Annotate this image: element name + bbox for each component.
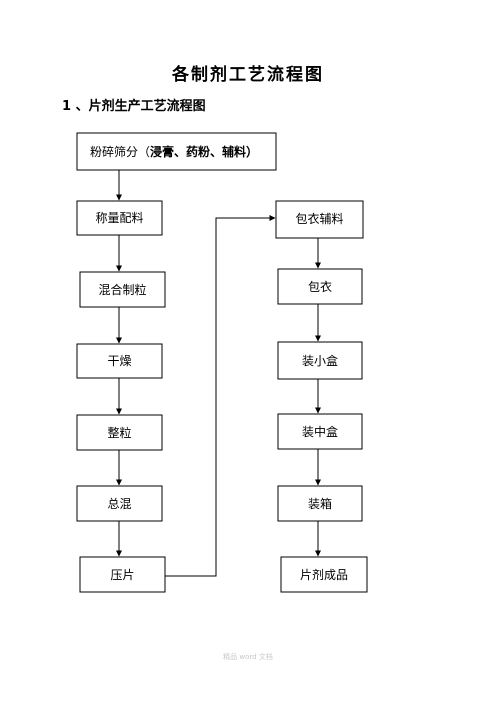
node-mid-box-label: 装中盒 bbox=[302, 424, 338, 439]
footer-watermark: 精品 word 文档 bbox=[223, 653, 273, 661]
node-mid-box: 装中盒 bbox=[277, 413, 363, 450]
node-dry: 干燥 bbox=[76, 343, 163, 379]
node-mix-granulate: 混合制粒 bbox=[79, 271, 166, 308]
node-coating: 包衣 bbox=[277, 268, 363, 305]
node-carton-label: 装箱 bbox=[308, 496, 332, 511]
node-total-blend: 总混 bbox=[76, 485, 163, 522]
node-coating-label: 包衣 bbox=[308, 279, 332, 294]
node-crush-sieve: 粉碎筛分（浸膏、药粉、辅料） bbox=[76, 132, 277, 171]
node-carton: 装箱 bbox=[277, 485, 363, 522]
node-finished-tablets: 片剂成品 bbox=[280, 556, 368, 593]
node-crush-sieve-label-bold: 浸膏、药粉、辅料） bbox=[150, 144, 258, 159]
page-title: 各制剂工艺流程图 bbox=[172, 65, 324, 85]
node-mix-granulate-label: 混合制粒 bbox=[98, 282, 146, 297]
node-tablet-press: 压片 bbox=[79, 556, 166, 593]
node-coating-material-label: 包衣辅料 bbox=[295, 211, 343, 226]
node-small-box: 装小盒 bbox=[277, 341, 363, 380]
node-weigh-label: 称量配料 bbox=[95, 211, 143, 225]
node-finished-tablets-label: 片剂成品 bbox=[300, 567, 348, 582]
node-size-granules: 整粒 bbox=[76, 414, 163, 451]
node-dry-label: 干燥 bbox=[107, 354, 131, 368]
node-coating-material: 包衣辅料 bbox=[275, 200, 364, 239]
node-weigh: 称量配料 bbox=[76, 200, 163, 236]
node-size-granules-label: 整粒 bbox=[107, 425, 131, 440]
section-heading: 1 、片剂生产工艺流程图 bbox=[62, 99, 206, 114]
svg-text:粉碎筛分（浸膏、药粉、辅料）: 粉碎筛分（浸膏、药粉、辅料） bbox=[90, 144, 258, 159]
arrow-press-to-coating-material bbox=[165, 215, 276, 577]
node-crush-sieve-label: 粉碎筛分（ bbox=[90, 144, 150, 159]
node-total-blend-label: 总混 bbox=[107, 497, 131, 511]
node-tablet-press-label: 压片 bbox=[110, 568, 134, 582]
node-small-box-label: 装小盒 bbox=[302, 353, 338, 368]
